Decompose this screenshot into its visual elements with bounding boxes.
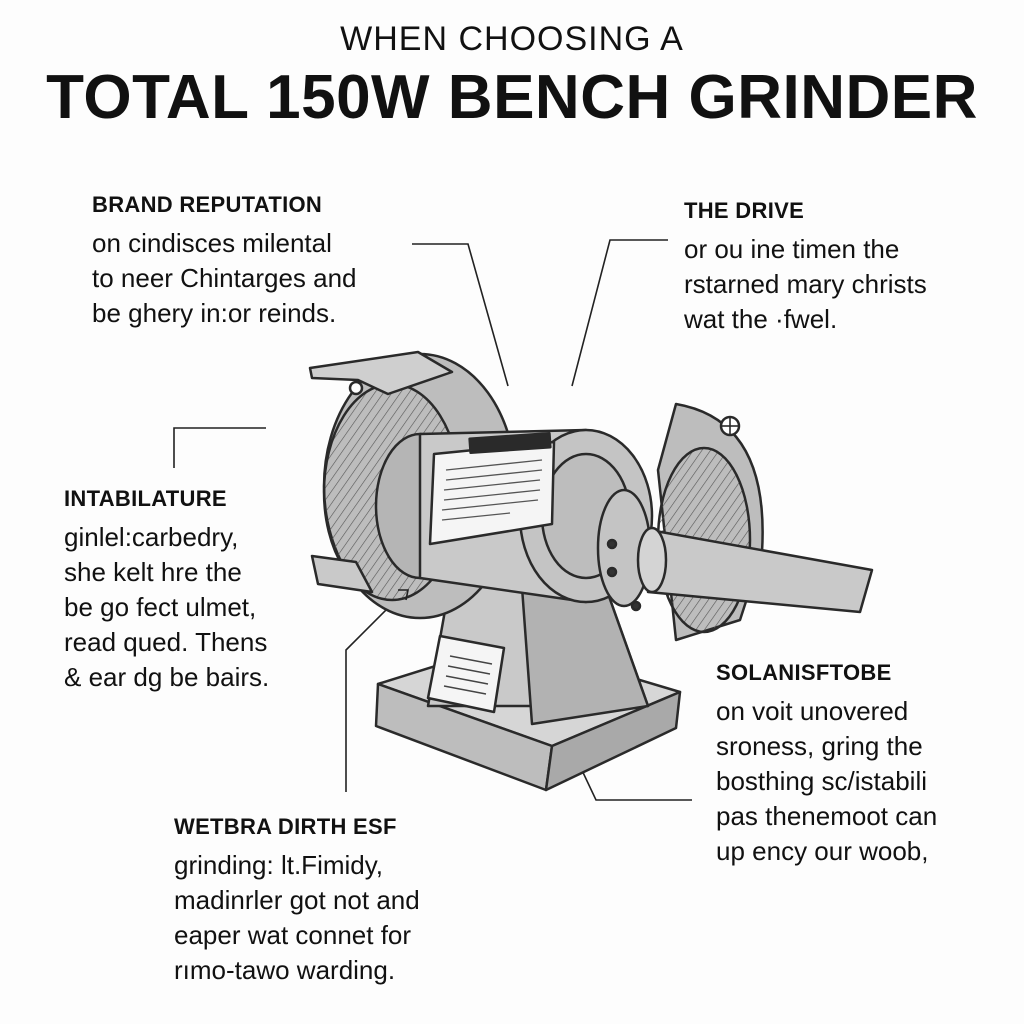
callout-line: be ghery in:or reinds.: [92, 298, 337, 328]
callout-line: be go fect ulmet,: [64, 592, 257, 622]
callout-line: read qued. Thens: [64, 627, 268, 657]
callout-line: on cindisces milental: [92, 228, 332, 258]
left-tool-rest: [310, 554, 374, 594]
callout-line: up ency our woob,: [716, 836, 929, 866]
leader-intab: [173, 427, 266, 468]
callout-line: she kelt hre the: [64, 557, 242, 587]
callout-line: grinding: lt.Fimidy,: [174, 850, 384, 880]
leader-brand: [412, 243, 509, 387]
callout-line: sroness, gring the: [716, 731, 923, 761]
callout-intabilature: INTABILATURE ginlel:carbedry, she kelt h…: [64, 486, 269, 695]
callout-heading: WETBRA DIRTH ESF: [174, 814, 397, 839]
callout-line: bosthing sc/istabili: [716, 766, 927, 796]
right-wheel-assembly: [596, 402, 874, 642]
arrow-left-wheel: [398, 589, 409, 601]
callout-heading: BRAND REPUTATION: [92, 192, 323, 217]
callout-heading: SOLANISFTOBE: [716, 660, 892, 685]
callout-line: ginlel:carbedry,: [64, 522, 239, 552]
title-line-1: WHEN CHOOSING A: [340, 20, 684, 58]
callout-line: on voit unovered: [716, 696, 909, 726]
callout-solanisftobe: SOLANISFTOBE on voit unovered sroness, g…: [716, 660, 937, 869]
callout-line: rımo-tawo warding.: [174, 955, 396, 985]
pedestal-label-plate: [426, 634, 506, 714]
callout-heading: THE DRIVE: [684, 198, 805, 223]
main-title: TOTAL 150W BENCH GRINDER: [46, 63, 978, 132]
callout-wetbra-dirth-esf: WETBRA DIRTH ESF grinding: lt.Fimidy, ma…: [174, 814, 420, 988]
callout-line: & ear dg be bairs.: [64, 662, 270, 692]
callout-heading: INTABILATURE: [64, 486, 227, 511]
callout-line: rstarned mary christs: [684, 269, 927, 299]
callout-the-drive: THE DRIVE or ou ine timen the rstarned m…: [684, 198, 927, 337]
callout-line: to neer Chintarges and: [92, 263, 357, 293]
callout-line: madinrler got not and: [174, 885, 420, 915]
callout-line: wat the ·fwel.: [684, 304, 838, 334]
callout-line: pas thenemoot can: [716, 801, 938, 831]
leader-drive: [571, 239, 668, 387]
left-eye-shield-bracket: [308, 350, 454, 396]
callout-line: or ou ine timen the: [684, 234, 900, 264]
callout-brand-reputation: BRAND REPUTATION on cindisces milental t…: [92, 192, 357, 331]
callout-line: eaper wat connet for: [174, 920, 412, 950]
